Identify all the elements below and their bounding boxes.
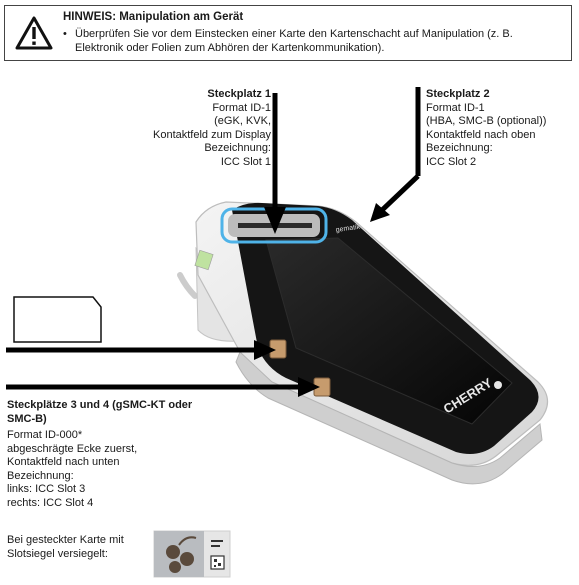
seal-line: Slotsiegel versiegelt: [7, 547, 108, 560]
qr-code-icon [210, 540, 225, 570]
cherry-logo-mark [494, 381, 502, 389]
slot-3-4-line: rechts: ICC Slot 4 [7, 496, 94, 509]
slot-2-line: Format ID-1 [426, 101, 485, 114]
slot-3-4-label: Steckplätze 3 und 4 (gSMC-KT oder SMC-B)… [7, 399, 197, 510]
slot-2-label: Steckplatz 2 Format ID-1 (HBA, SMC-B (op… [426, 88, 546, 169]
cable [177, 272, 198, 299]
slot-1-label: Steckplatz 1 Format ID-1 (eGK, KVK, Kont… [153, 88, 271, 169]
slot-2-line: Bezeichnung: [426, 142, 493, 154]
gematik-logo: gematik [335, 224, 361, 234]
arrow-slot-2-diagonal [378, 174, 420, 214]
slot-3-4-heading: Steckplätze 3 und 4 (gSMC-KT oder SMC-B) [7, 399, 193, 425]
slot-1-heading: Steckplatz 1 [207, 88, 271, 100]
seal-line: Bei gesteckter Karte mit [7, 534, 124, 546]
slot-2-heading: Steckplatz 2 [426, 88, 490, 100]
notice-title: HINWEIS: Manipulation am Gerät [63, 11, 244, 23]
sim-card-outline [13, 296, 102, 343]
slot-2-line: ICC Slot 2 [426, 155, 477, 168]
slot-3-4-line: Format ID-000* [7, 429, 83, 441]
seal-label: Bei gesteckter Karte mit Slotsiegel vers… [7, 534, 147, 561]
slot-3-4-line: abgeschrägte Ecke zuerst, [7, 442, 138, 455]
slot-1-line: ICC Slot 1 [220, 155, 271, 168]
slot-2-line: (HBA, SMC-B (optional)) [426, 115, 547, 127]
cherry-seal-icon [166, 536, 197, 573]
notice-bullet: • [63, 28, 67, 40]
arrow-slot-2-head [370, 203, 390, 222]
arrow-slot-1-head [264, 207, 286, 234]
slot-3-4-line: links: ICC Slot 3 [7, 483, 86, 495]
notice-text: Überprüfen Sie vor dem Einstecken einer … [75, 28, 513, 54]
arrow-slot-4-head [298, 377, 320, 397]
warning-notice: HINWEIS: Manipulation am Gerät • Überprü… [4, 5, 572, 61]
slot-1-line: Format ID-1 [212, 101, 271, 114]
arrow-slot-3-head [254, 340, 276, 360]
slot-3-4-line: Kontaktfeld nach unten [7, 456, 120, 468]
device-screen [265, 237, 513, 425]
slot-2-line: Kontaktfeld nach oben [426, 128, 536, 141]
slot-1-line: Bezeichnung: [204, 142, 271, 154]
slot-1-line: (eGK, KVK, [214, 115, 271, 127]
notice-body: • Überprüfen Sie vor dem Einstecken eine… [63, 27, 563, 55]
slot-seal-image [153, 530, 231, 578]
device-side [235, 351, 543, 485]
side-sticker [194, 249, 214, 271]
warning-triangle-icon [15, 16, 53, 50]
slot-3-4-line: Bezeichnung: [7, 469, 74, 482]
slot-1-line: Kontaktfeld zum Display [153, 128, 271, 141]
